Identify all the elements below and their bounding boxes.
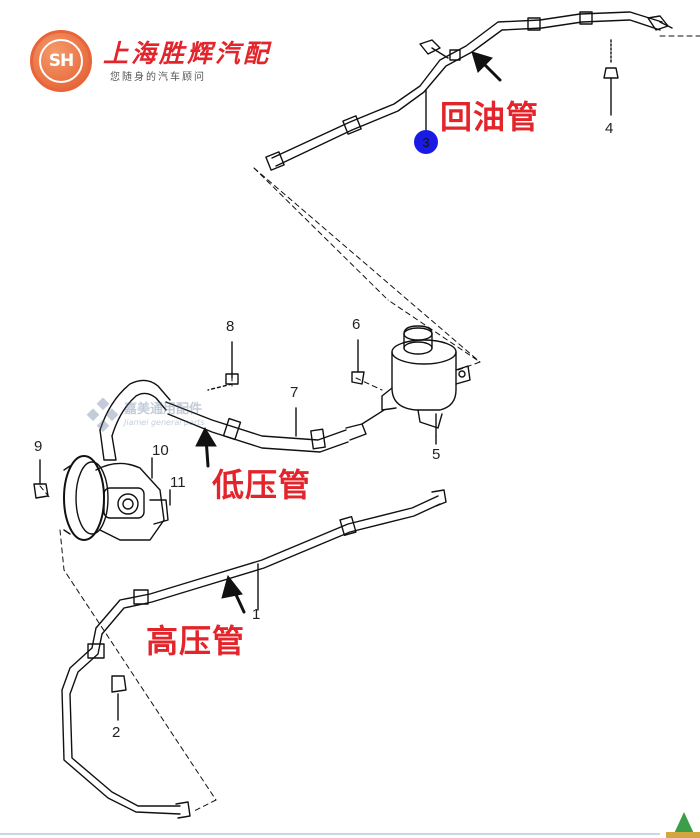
brand-logo-text: SH bbox=[39, 39, 83, 83]
high-pressure-pipe bbox=[61, 489, 447, 819]
part-number-4: 4 bbox=[605, 120, 614, 137]
power-steering-pump bbox=[63, 379, 171, 541]
brand-logo: SH bbox=[30, 30, 92, 92]
bolt-2 bbox=[111, 675, 127, 721]
bolt-8 bbox=[207, 341, 239, 391]
watermark-text-en: Jiamei general parts bbox=[124, 418, 205, 427]
callout-high-pressure-pipe: 高压管 bbox=[146, 622, 246, 660]
part-number-6: 6 bbox=[352, 316, 361, 333]
part-number-8: 8 bbox=[226, 318, 235, 335]
arrow-low-pressure bbox=[195, 426, 217, 468]
part-number-7: 7 bbox=[290, 384, 299, 401]
part-number-1: 1 bbox=[252, 606, 261, 623]
part-3-highlight bbox=[414, 130, 438, 154]
bolt-6 bbox=[351, 339, 365, 385]
watermark-logo-icon bbox=[86, 398, 119, 432]
return-pipe bbox=[265, 11, 673, 171]
part-number-10: 10 bbox=[152, 442, 169, 459]
reservoir bbox=[381, 325, 471, 437]
part-number-3: 3 bbox=[422, 135, 429, 150]
part-number-9: 9 bbox=[34, 438, 43, 455]
part-number-2: 2 bbox=[112, 724, 121, 741]
bolt-4 bbox=[603, 39, 619, 116]
low-pressure-hose bbox=[165, 401, 385, 453]
arrow-return-pipe bbox=[471, 51, 502, 82]
watermark: 嘉美通用配件 Jiamei general parts bbox=[82, 396, 242, 436]
arrow-high-pressure bbox=[221, 574, 246, 614]
part-number-11: 11 bbox=[170, 474, 186, 491]
brand-slogan: 您随身的汽车顾问 bbox=[110, 72, 206, 83]
part-number-5: 5 bbox=[432, 446, 441, 463]
callout-return-pipe: 回油管 bbox=[440, 98, 540, 136]
callout-low-pressure-pipe: 低压管 bbox=[212, 466, 312, 504]
brand-name: 上海胜辉汽配 bbox=[103, 39, 272, 68]
bolt-9 bbox=[33, 459, 49, 499]
watermark-text-cn: 嘉美通用配件 bbox=[124, 402, 203, 417]
corner-ornament bbox=[666, 812, 700, 838]
